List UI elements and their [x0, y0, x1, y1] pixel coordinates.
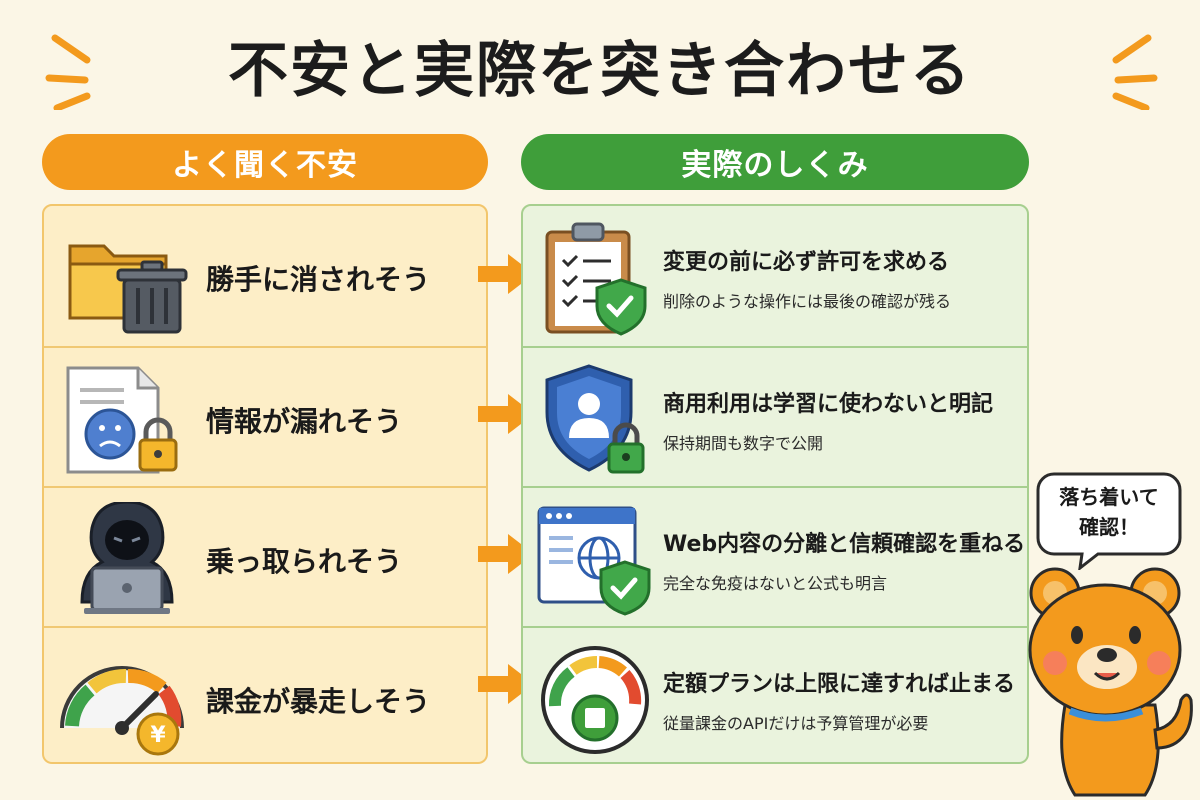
- actual-title: 定額プランは上限に達すれば止まる: [663, 672, 1016, 697]
- folder-trash-icon: [68, 244, 188, 334]
- actual-subtext: 保持期間も数字で公開: [663, 434, 824, 453]
- clipboard-check-shield-icon: [545, 222, 647, 336]
- browser-globe-check-icon: [537, 506, 651, 616]
- gauge-yen-icon: ¥: [60, 666, 184, 756]
- svg-text:¥: ¥: [150, 723, 166, 748]
- worry-row: 乗っ取られそう: [44, 486, 486, 626]
- bear-mascot-icon: [1028, 567, 1193, 797]
- worry-header: よく聞く不安: [42, 134, 488, 190]
- arrow-right-icon: [478, 534, 534, 574]
- worry-text: 課金が暴走しそう: [206, 685, 431, 718]
- actual-row: 商用利用は学習に使わないと明記 保持期間も数字で公開: [523, 346, 1027, 486]
- worry-row: 情報が漏れそう: [44, 346, 486, 486]
- worry-text: 勝手に消されそう: [206, 263, 431, 296]
- bubble-line-2: 確認！: [1079, 515, 1139, 539]
- actual-row: 変更の前に必ず許可を求める 削除のような操作には最後の確認が残る: [523, 206, 1027, 346]
- actual-row: 定額プランは上限に達すれば止まる 従量課金のAPIだけは予算管理が必要: [523, 626, 1027, 766]
- actual-title: 商用利用は学習に使わないと明記: [663, 392, 994, 417]
- arrow-right-icon: [478, 394, 534, 434]
- speech-bubble: [1036, 472, 1182, 570]
- bubble-text: 落ち着いて 確認！: [1034, 482, 1184, 542]
- arrow-right-icon: [478, 664, 534, 704]
- worry-text: 情報が漏れそう: [206, 405, 403, 438]
- user-shield-lock-icon: [545, 364, 645, 474]
- worry-text: 乗っ取られそう: [206, 545, 403, 578]
- actual-panel: 変更の前に必ず許可を求める 削除のような操作には最後の確認が残る 商用利用は学習…: [521, 204, 1029, 764]
- worry-row: ¥ 課金が暴走しそう: [44, 626, 486, 766]
- actual-subtext: 完全な免疫はないと公式も明言: [663, 574, 888, 593]
- actual-title: Web内容の分離と信頼確認を重ねる: [663, 532, 1026, 557]
- sparkle-right-icon: [1112, 34, 1158, 110]
- page-title: 不安と実際を突き合わせる: [228, 36, 972, 106]
- sparkle-left-icon: [45, 34, 91, 110]
- actual-title: 変更の前に必ず許可を求める: [663, 250, 950, 275]
- actual-subtext: 削除のような操作には最後の確認が残る: [663, 292, 952, 311]
- hacker-laptop-icon: [80, 502, 174, 614]
- arrow-right-icon: [478, 254, 534, 294]
- worry-row: 勝手に消されそう: [44, 206, 486, 346]
- actual-row: Web内容の分離と信頼確認を重ねる 完全な免疫はないと公式も明言: [523, 486, 1027, 626]
- gauge-stop-icon: [541, 646, 649, 754]
- document-lock-icon: [66, 366, 178, 474]
- bubble-line-1: 落ち着いて: [1059, 485, 1159, 509]
- worry-panel: 勝手に消されそう 情報が漏れそう 乗っ取られそう: [42, 204, 488, 764]
- actual-header: 実際のしくみ: [521, 134, 1029, 190]
- actual-subtext: 従量課金のAPIだけは予算管理が必要: [663, 714, 929, 733]
